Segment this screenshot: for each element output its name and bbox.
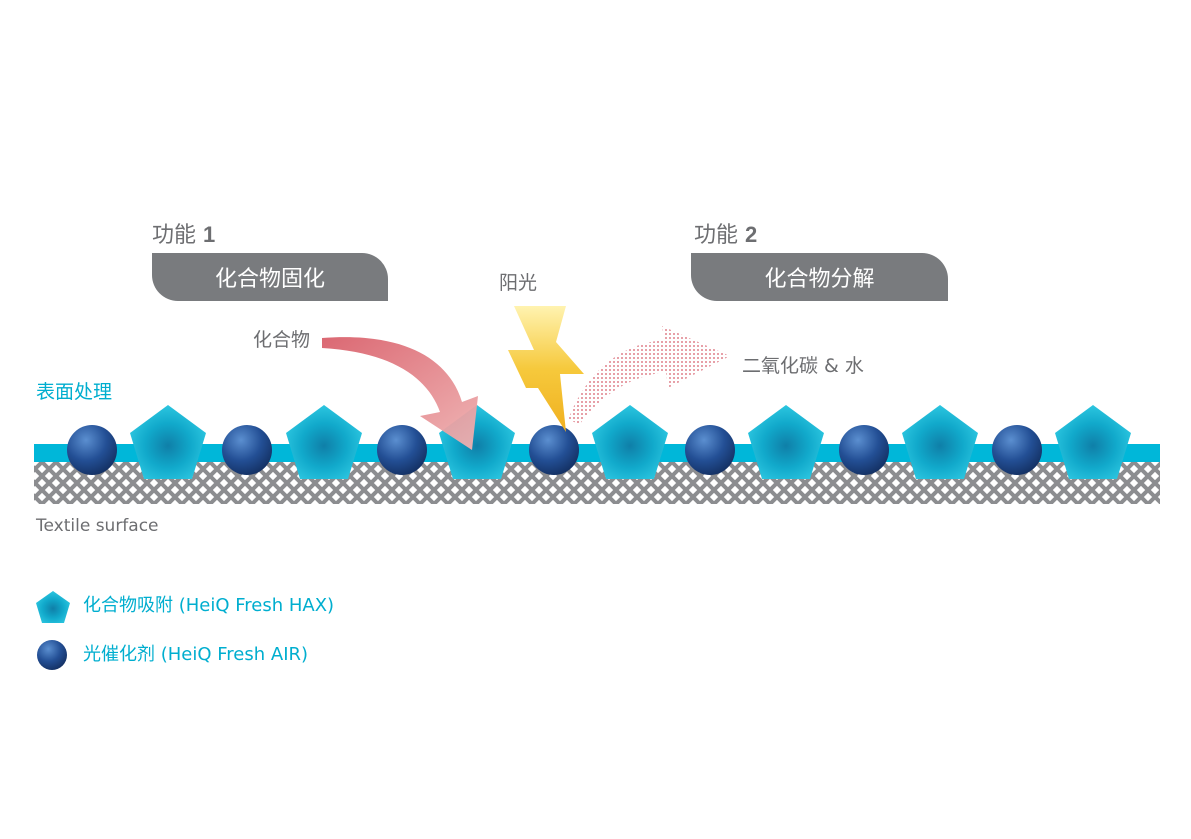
function-2-title: 化合物分解: [764, 267, 875, 292]
air-spheres: [67, 425, 1042, 475]
pentagon-icon: [902, 405, 978, 479]
sphere-icon: [222, 425, 272, 475]
pentagon-icon: [1055, 405, 1131, 479]
decomposition-arrow-icon: [568, 326, 730, 424]
pentagon-icon: [130, 405, 206, 479]
sphere-icon: [377, 425, 427, 475]
surface-treatment-label: 表面处理: [36, 381, 113, 403]
function-2-label: 功能 2: [694, 224, 757, 247]
pentagon-icon: [286, 405, 362, 479]
function-1-tab: 化合物固化: [152, 253, 388, 301]
function-2-number: 2: [745, 222, 758, 247]
sunlight-label: 阳光: [499, 272, 538, 294]
products-label: 二氧化碳 & 水: [742, 355, 864, 377]
pentagon-icon: [748, 405, 824, 479]
function-1-label: 功能 1: [152, 224, 215, 247]
lightning-bolt-icon: [508, 306, 584, 432]
pentagon-icon: [36, 591, 70, 623]
sphere-icon: [37, 640, 67, 670]
function-1-title: 化合物固化: [214, 267, 325, 292]
sphere-icon: [992, 425, 1042, 475]
textile-surface-label: Textile surface: [36, 516, 159, 536]
sphere-icon: [685, 425, 735, 475]
sphere-icon: [839, 425, 889, 475]
function-2-tab: 化合物分解: [691, 253, 948, 301]
pentagon-icon: [592, 405, 668, 479]
compound-label: 化合物: [253, 329, 311, 351]
sphere-icon: [67, 425, 117, 475]
function-2-word: 功能: [694, 223, 739, 248]
function-1-word: 功能: [152, 223, 197, 248]
function-1-number: 1: [203, 222, 216, 247]
legend-air-label: 光催化剂 (HeiQ Fresh AIR): [83, 644, 309, 665]
compound-capture-arrow-icon: [322, 337, 478, 450]
sphere-icon: [529, 425, 579, 475]
textile-mesh: [34, 462, 1160, 504]
legend-hax-label: 化合物吸附 (HeiQ Fresh HAX): [83, 595, 335, 616]
